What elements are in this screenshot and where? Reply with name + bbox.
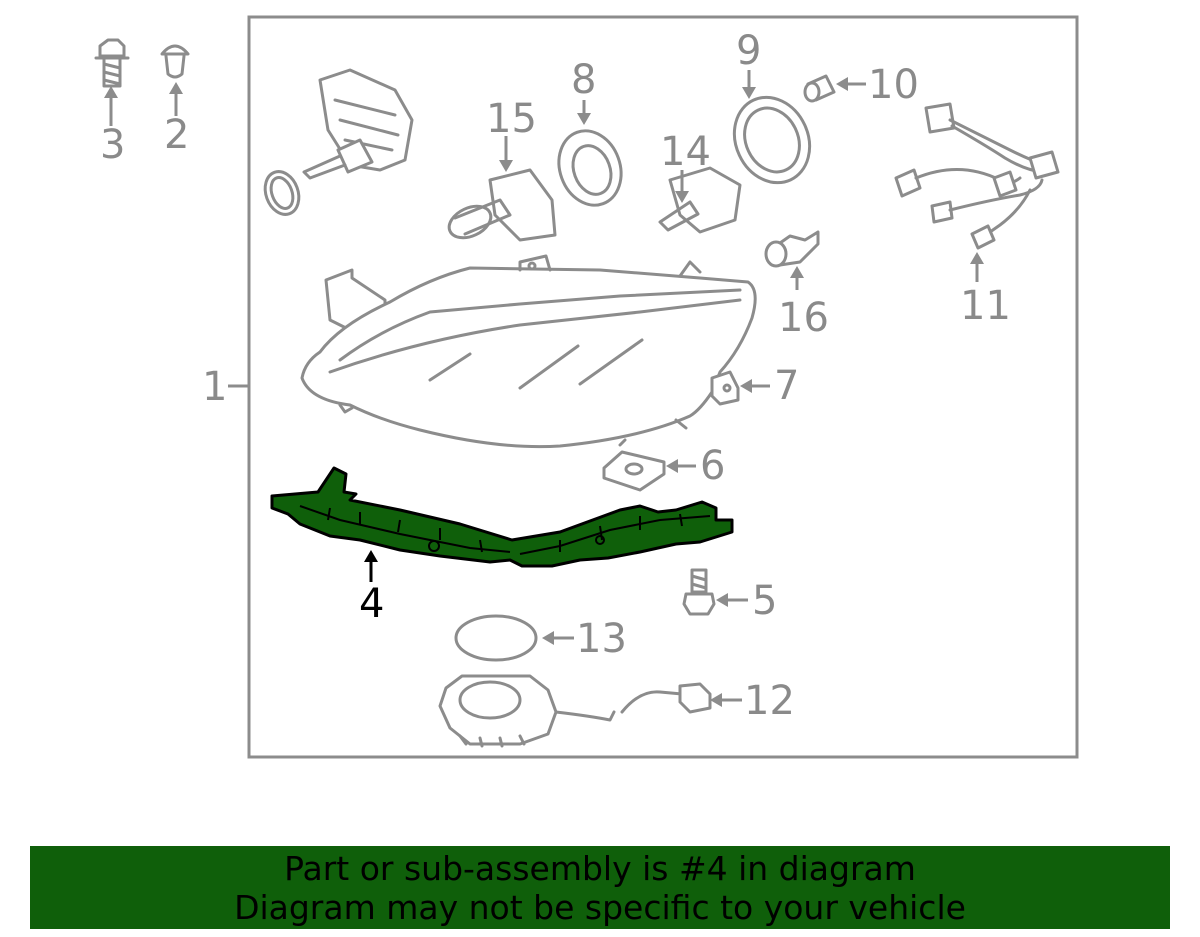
callout-9: 9 <box>736 28 761 74</box>
callout-6: 6 <box>700 443 725 489</box>
callout-12: 12 <box>744 678 795 724</box>
part-4-shape <box>270 466 734 568</box>
part-13-gasket[interactable] <box>454 614 538 662</box>
callout-3: 3 <box>100 122 125 168</box>
callout-14: 14 <box>660 129 711 175</box>
banner-line-2: Diagram may not be specific to your vehi… <box>234 887 966 927</box>
part-6-clip[interactable] <box>602 450 666 492</box>
part-1-headlamp-assembly[interactable] <box>300 254 757 449</box>
callout-13: 13 <box>576 616 627 662</box>
callout-15: 15 <box>486 96 537 142</box>
callout-7: 7 <box>774 363 799 409</box>
info-banner: Part or sub-assembly is #4 in diagram Di… <box>30 846 1170 929</box>
part-12-ballast[interactable] <box>438 674 712 748</box>
part-10-socket[interactable] <box>803 74 836 103</box>
part-14-bulb[interactable] <box>658 166 742 234</box>
part-2-clip[interactable] <box>160 44 190 79</box>
banner-line-1: Part or sub-assembly is #4 in diagram <box>284 848 916 888</box>
part-7-bracket[interactable] <box>710 370 740 406</box>
callout-16: 16 <box>778 295 829 341</box>
callout-8: 8 <box>571 57 596 103</box>
callout-4: 4 <box>359 581 384 627</box>
part-9-cover[interactable] <box>721 85 823 195</box>
part-11-harness[interactable] <box>894 102 1060 250</box>
callout-10: 10 <box>868 62 919 108</box>
part-16-bulb[interactable] <box>764 230 820 268</box>
callout-2: 2 <box>164 112 189 158</box>
part-3-bolt[interactable] <box>94 38 130 88</box>
leveling-motor <box>263 68 414 216</box>
part-4-bracket[interactable] <box>270 466 734 568</box>
part-5-bolt[interactable] <box>682 568 716 616</box>
part-15-bulb[interactable] <box>444 168 557 244</box>
callout-5: 5 <box>752 578 777 624</box>
callout-11: 11 <box>960 283 1011 329</box>
callout-1: 1 <box>202 364 227 410</box>
part-8-seal[interactable] <box>549 122 631 214</box>
